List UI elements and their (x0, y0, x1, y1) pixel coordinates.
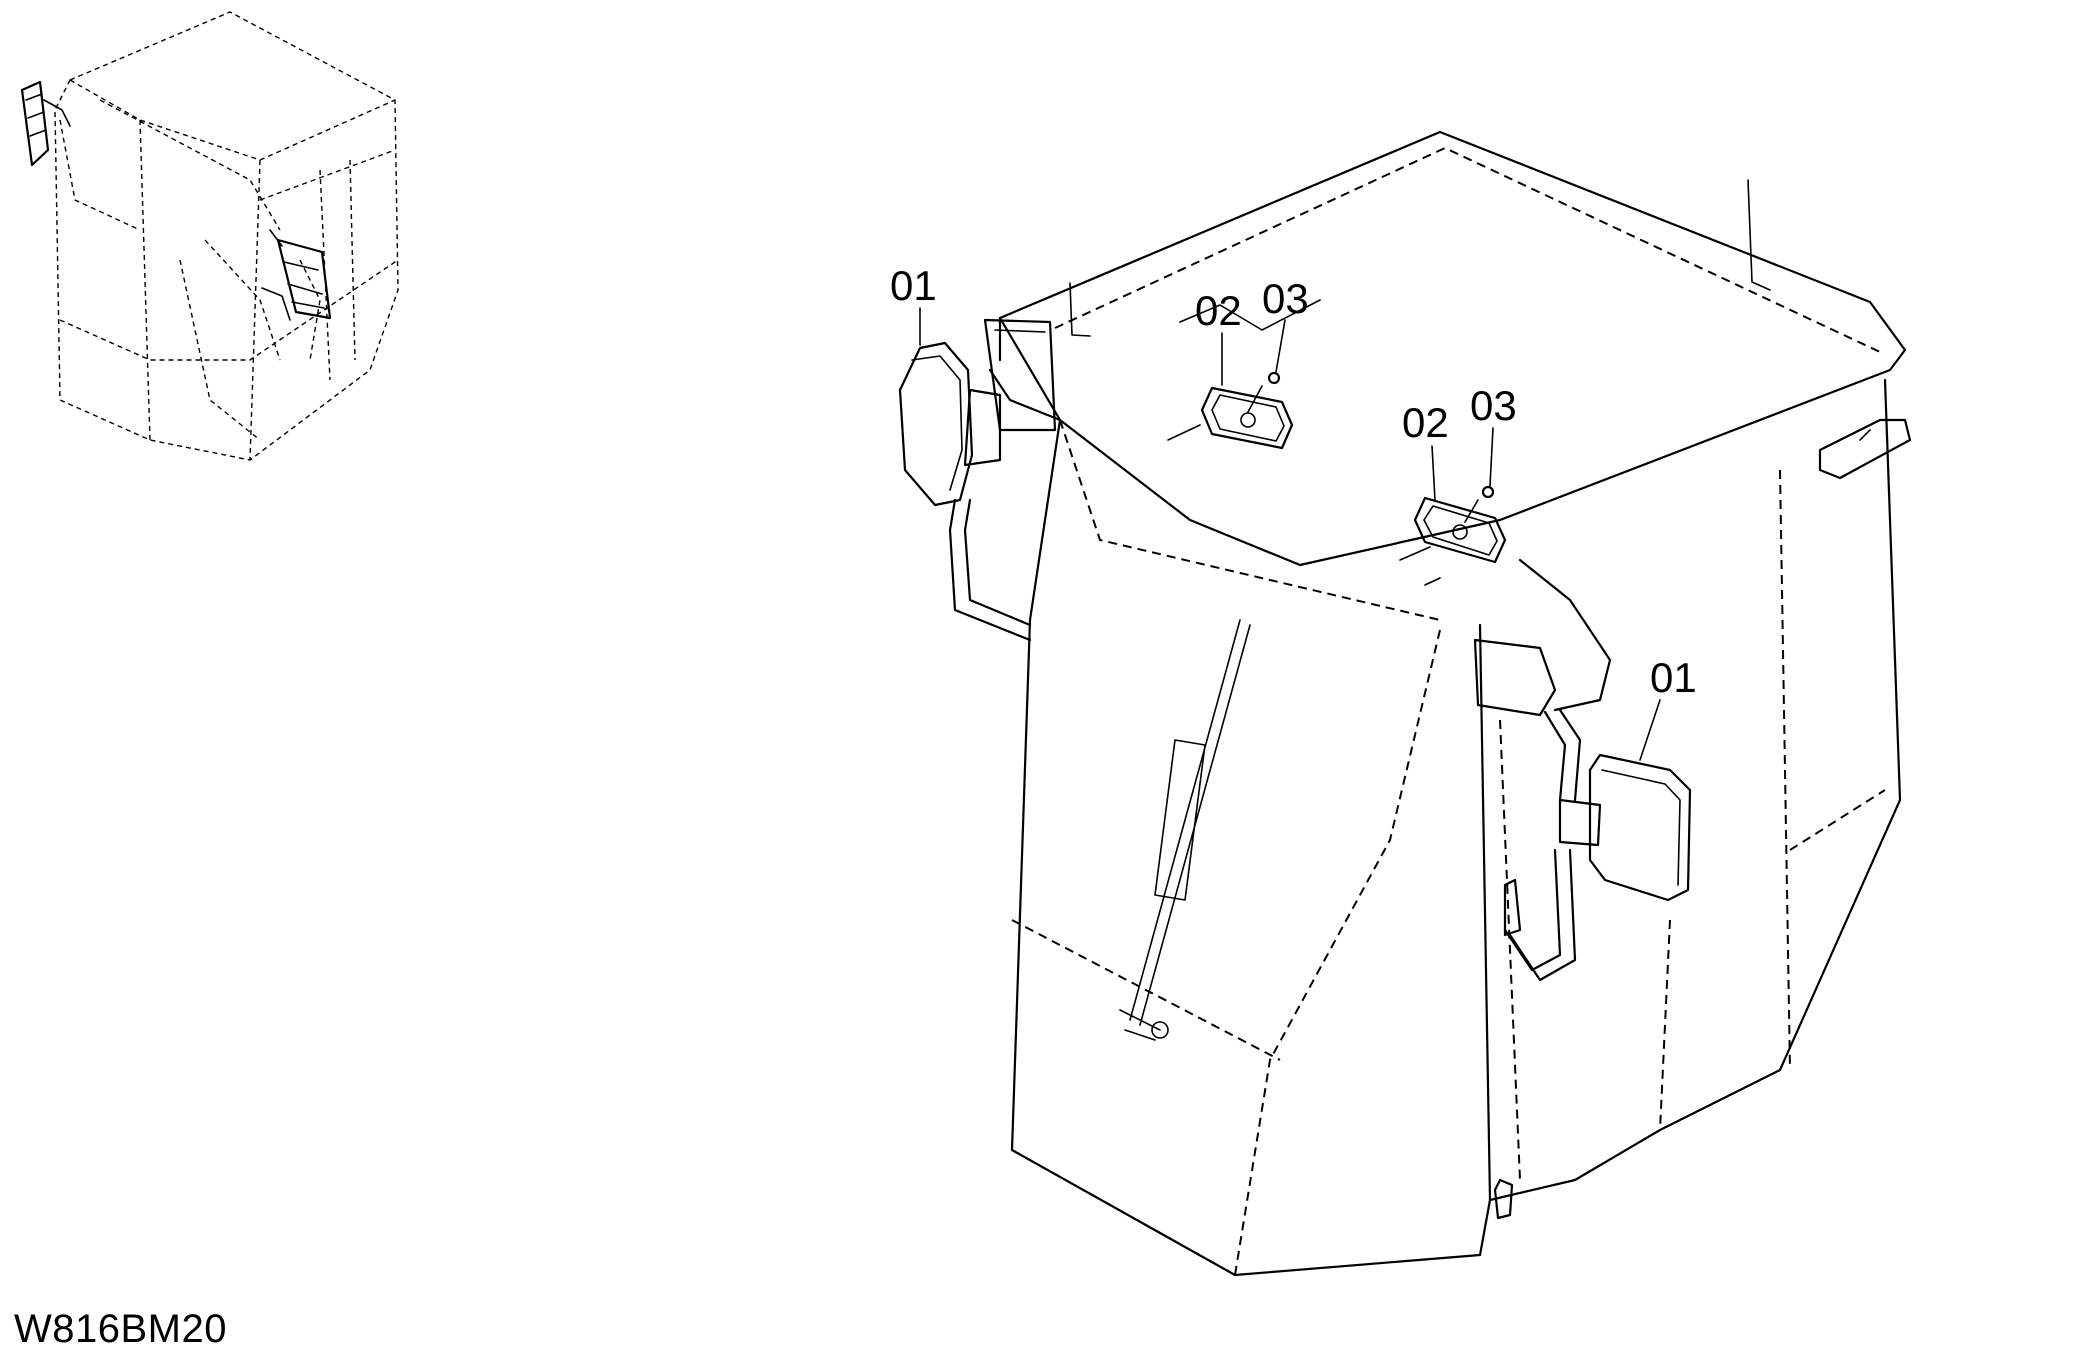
callout-label: 01 (890, 262, 937, 309)
callout-label: 03 (1470, 382, 1517, 429)
thumbnail-mirror-left (20, 80, 71, 167)
callout-mirror-right: 01 (1639, 654, 1697, 761)
callout-screw-left: 03 (1262, 275, 1309, 373)
door-grab-handle (1493, 878, 1522, 1220)
diagram-code: W816BM20 (14, 1307, 227, 1351)
cab-assembly (988, 130, 1912, 1277)
thumbnail-mirror-right (261, 229, 332, 321)
plate-left (1167, 386, 1294, 450)
overview-thumbnail (20, 11, 399, 461)
callout-label: 01 (1650, 654, 1697, 701)
screw-right (1464, 485, 1495, 523)
mirror-left (898, 318, 1057, 642)
mirror-right (1473, 558, 1692, 982)
wiper-assembly (1119, 619, 1251, 1041)
callout-plate-left: 02 (1195, 287, 1242, 386)
screw-left (1247, 371, 1281, 413)
callout-mirror-left: 01 (890, 262, 937, 346)
callout-label: 03 (1262, 275, 1309, 322)
callout-label: 02 (1402, 399, 1449, 446)
callout-plate-right: 02 (1402, 399, 1449, 501)
callout-label: 02 (1195, 287, 1242, 334)
plate-right (1399, 496, 1507, 586)
callout-screw-right: 03 (1470, 382, 1517, 487)
